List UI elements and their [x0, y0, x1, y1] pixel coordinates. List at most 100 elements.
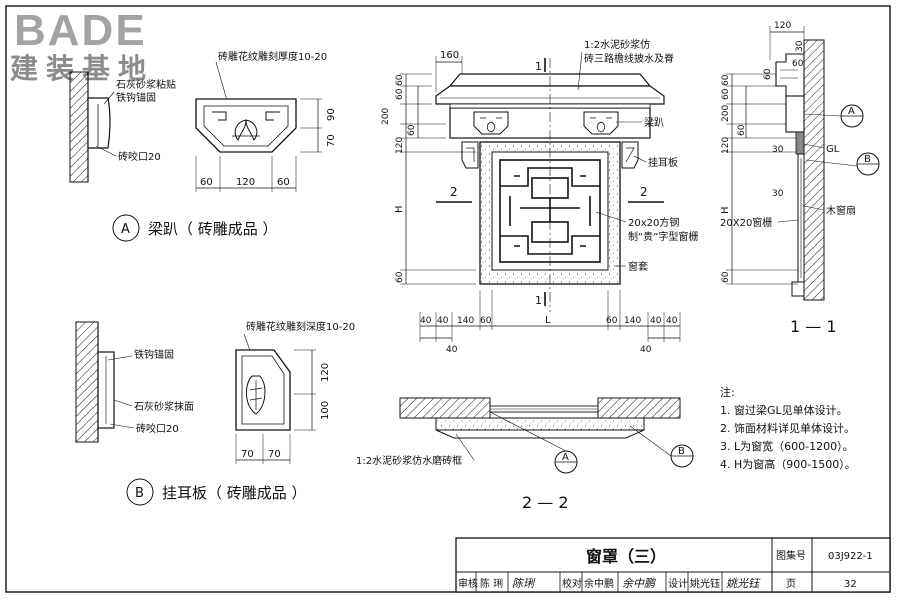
elevation-dim-bottom-right-1: 60	[606, 316, 618, 326]
elevation-callout-cement-2: 砖三路檐线披水及脊	[584, 52, 674, 65]
detail-b-dim-v-2: 100	[320, 401, 331, 420]
detail-b-wall	[75, 321, 99, 443]
elevation-dim-left-7: 60	[395, 271, 405, 283]
section-11-dim-v-5: 60	[721, 88, 731, 100]
title-block-design-label: 设计	[668, 577, 688, 590]
section-11-dim-top: 120	[774, 21, 791, 31]
section-11-label-sash: 木窗扇	[826, 204, 856, 217]
detail-b-dim-h-2: 70	[268, 449, 281, 460]
detail-a-marker	[112, 214, 140, 242]
detail-a-callout-plaster: 石灰砂浆粘贴	[116, 78, 176, 91]
detail-b-marker-letter: B	[135, 486, 144, 501]
detail-b-dim-v-1: 120	[320, 363, 331, 382]
elevation-dim-bottom-right-2: 140	[624, 316, 641, 326]
section-22-marker-a-letter: A	[562, 452, 569, 463]
detail-b-carving-front	[235, 349, 291, 431]
elevation-dim-left-5: 120	[395, 137, 405, 154]
notes-item-4: 4. H为窗高（900-1500）。	[720, 457, 856, 471]
elevation-dim-bottom-right-3: 40	[650, 316, 662, 326]
elevation-section-mark-bottom: 1	[535, 294, 542, 307]
elevation-callout-ear: 挂耳板	[648, 156, 678, 169]
notes: 注: 1. 窗过梁GL见单体设计。 2. 饰面材料详见单体设计。 3. L为窗宽…	[720, 385, 856, 471]
title-block-design-name: 姚光钰	[690, 577, 720, 590]
title-block-review-sign: 陈琍	[512, 577, 536, 590]
detail-b-marker	[126, 478, 154, 506]
section-11-dim-h: H	[720, 206, 731, 214]
detail-b-callout-carving: 砖雕花纹雕刻深度10-20	[246, 320, 355, 333]
detail-b-title: 挂耳板（ 砖雕成品 ）	[162, 484, 307, 502]
elevation-dim-left-3: 200	[381, 108, 391, 125]
title-block-atlas-label: 图集号	[776, 549, 806, 562]
title-block-design-sign: 姚光钰	[726, 577, 761, 590]
elevation-dim-left-1: 60	[395, 74, 405, 86]
title-block-check-sign: 余中鹏	[622, 577, 656, 590]
beam-bracket-right	[583, 111, 619, 135]
section-11-marker-a-letter: A	[848, 106, 855, 117]
detail-a-dim-h-1: 60	[200, 177, 213, 188]
elevation-callout-beam: 梁趴	[644, 116, 664, 129]
elevation-section-2-left: 2	[450, 185, 458, 199]
elevation-callout-grille: 20x20方钢	[628, 216, 679, 229]
elevation-dim-bottom-left-1: 40	[420, 316, 432, 326]
section-11-dim-v-8: 120	[721, 137, 731, 154]
detail-a-carving-front	[195, 98, 297, 153]
elevation-dim-top: 160	[440, 50, 459, 61]
detail-b-callout-brick: 砖咬口20	[136, 422, 179, 435]
detail-a-bracket-section	[87, 97, 111, 149]
section-11-dim-v-9: 30	[772, 145, 784, 155]
elevation-dim-bottom-left-3: 140	[457, 316, 474, 326]
section-11-title: 1 — 1	[790, 317, 837, 336]
elevation-dim-bottom-left-4: 60	[480, 316, 492, 326]
section-11-dim-v-6: 200	[721, 105, 731, 122]
notes-item-3: 3. L为窗宽（600-1200）。	[720, 439, 854, 453]
front-elevation: 1 1 2 2 160 60 60 200 60 120 H 60	[381, 38, 698, 355]
title-block-review-name: 陈 琍	[480, 577, 503, 590]
detail-a: 石灰砂浆粘贴 铁钩锚固 砖咬口20 砖雕花纹雕刻厚度10-20 60 120 6…	[69, 50, 337, 242]
detail-a-marker-letter: A	[121, 222, 130, 237]
title-block-page-label: 页	[786, 578, 796, 590]
elevation-dim-bottom-outer-right: 40	[640, 345, 652, 355]
title-block-page-no: 32	[844, 579, 857, 590]
section-22-wall-right	[597, 397, 681, 419]
elevation-dim-left-4: 60	[407, 124, 417, 136]
section-22-sill-frame	[435, 417, 645, 431]
notes-item-2: 2. 饰面材料详见单体设计。	[720, 421, 855, 435]
logo-brand: BADE	[14, 6, 147, 55]
elevation-section-mark-top: 1	[535, 60, 542, 73]
detail-a-dim-v-2: 70	[326, 134, 337, 147]
section-11-frieze	[785, 95, 805, 133]
section-22-wall-left	[399, 397, 491, 419]
sheet-border	[5, 5, 891, 593]
detail-a-dim-v-1: 90	[326, 108, 337, 121]
title-block-title: 窗罩（三）	[586, 547, 666, 566]
elevation-section-2-right: 2	[640, 185, 648, 199]
section-11-marker-b-letter: B	[864, 154, 871, 165]
detail-a-callout-brick: 砖咬口20	[118, 150, 161, 163]
elevation-callout-cement: 1:2水泥砂浆仿	[584, 38, 650, 51]
elevation-dim-bottom-right-4: 40	[666, 316, 678, 326]
title-block-atlas-no: 03J922-1	[828, 551, 873, 562]
section-11-dim-v-11: 60	[721, 271, 731, 283]
title-block-check-name: 余中鹏	[584, 577, 614, 590]
elevation-dim-bottom-outer-left: 40	[446, 345, 458, 355]
section-22-title: 2 — 2	[522, 493, 569, 512]
detail-a-wall	[69, 71, 89, 183]
section-11-dim-v-7: 60	[737, 124, 747, 136]
detail-b-callout-anchor: 铁钩锚固	[134, 348, 174, 361]
section-11-lintel	[795, 131, 805, 155]
section-11-dim-v-4: 60	[721, 74, 731, 86]
elevation-dim-left-h: H	[394, 205, 405, 213]
elevation-callout-casing: 窗套	[628, 260, 648, 273]
detail-a-callout-carving: 砖雕花纹雕刻厚度10-20	[218, 50, 327, 63]
elevation-dim-bottom-left-2: 40	[437, 316, 449, 326]
section-11-dim-v-1: 30	[795, 40, 805, 52]
section-11-dim-v-10: 30	[772, 189, 784, 199]
elevation-callout-grille-2: 制“贵”字型窗栅	[628, 230, 698, 243]
section-1-1: 120 30 60 60 60 60 200 60 120 H 60 30 30…	[720, 21, 880, 336]
elevation-dim-bottom-mid: L	[545, 315, 551, 326]
section-11-label-grille: 20X20窗栅	[720, 216, 772, 229]
section-2-2: 1:2水泥砂浆仿水磨砖框 A B 2 — 2	[356, 397, 694, 512]
section-22-callout-frame: 1:2水泥砂浆仿水磨砖框	[356, 454, 462, 467]
detail-a-title: 梁趴（ 砖雕成品 ）	[148, 220, 278, 238]
